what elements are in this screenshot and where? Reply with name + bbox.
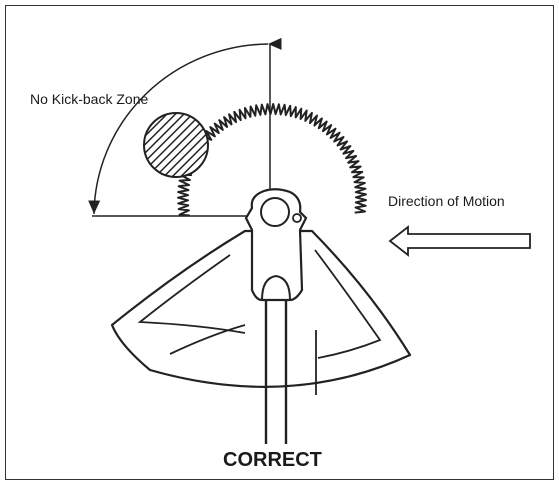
arbor-circle (260, 197, 290, 227)
guard-inner-line-right (314, 249, 382, 359)
direction-of-motion-arrow (388, 225, 531, 257)
gear-head-collar (261, 274, 291, 301)
direction-of-motion-label: Direction of Motion (388, 193, 505, 209)
blade-guard (110, 229, 412, 388)
guard-inner-line-left-lower (169, 324, 246, 355)
zone-arc-arrow (88, 37, 282, 215)
arbor-bolt (292, 213, 302, 223)
guard-inner-line-left (137, 254, 246, 334)
correct-caption: CORRECT (223, 449, 322, 471)
kickback-zone-hatched-area (143, 112, 209, 178)
drive-shaft (264, 300, 288, 444)
no-kickback-zone-label: No Kick-back Zone (30, 91, 148, 107)
